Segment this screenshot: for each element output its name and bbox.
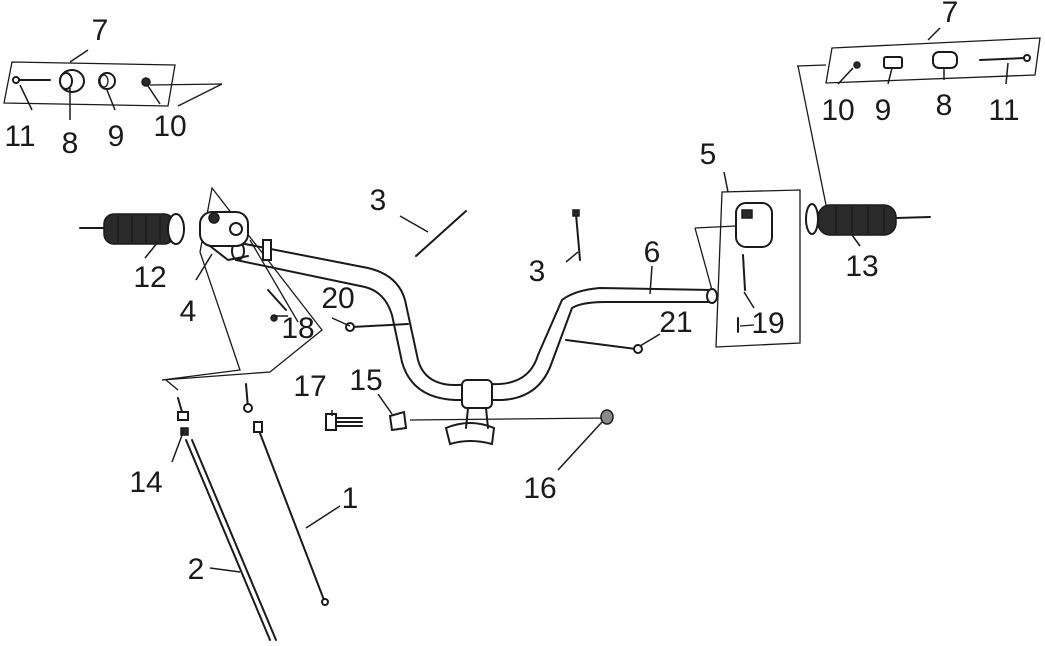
callout-12: 12	[133, 261, 166, 294]
handlebar-clamp	[409, 379, 607, 446]
mirror-rods	[415, 209, 581, 261]
callout-14: 14	[129, 466, 162, 499]
callout-7-left: 7	[92, 14, 109, 47]
callout-5: 5	[700, 138, 717, 171]
callout-9-right: 9	[875, 94, 892, 127]
callout-3-right: 3	[529, 255, 546, 288]
nut-16	[600, 409, 614, 425]
left-grip-kit-inset	[3, 61, 223, 107]
left-grip	[79, 213, 185, 245]
callout-labels: 7 11 8 9 10 7 10 9 8 11 3 3 5 6 12 4 18 …	[4, 0, 1019, 586]
callout-6: 6	[644, 236, 661, 269]
callout-9-left: 9	[108, 120, 125, 153]
right-switch-housing	[694, 189, 801, 348]
callout-20: 20	[321, 282, 354, 315]
callout-11-right: 11	[988, 94, 1019, 127]
callout-19: 19	[751, 307, 784, 340]
callout-1: 1	[342, 482, 359, 515]
throttle-cable	[243, 383, 329, 606]
callout-11-left: 11	[4, 120, 35, 153]
callout-10-right: 10	[821, 94, 854, 127]
callout-13: 13	[845, 250, 878, 283]
callout-7-right: 7	[942, 0, 959, 29]
callout-21: 21	[659, 306, 692, 339]
callout-17: 17	[293, 370, 326, 403]
callout-16: 16	[523, 472, 556, 505]
leader-lines	[19, 27, 1009, 573]
callout-15: 15	[349, 364, 382, 397]
callout-2: 2	[188, 553, 205, 586]
bolts-20-21	[345, 322, 643, 354]
callout-4: 4	[180, 295, 197, 328]
right-grip-kit-inset	[796, 37, 1041, 84]
right-grip	[797, 65, 931, 236]
callout-10-left: 10	[153, 110, 186, 143]
callout-3-left: 3	[370, 184, 387, 217]
callout-18: 18	[281, 312, 314, 345]
cap-15	[388, 410, 408, 432]
bolt-17	[325, 413, 363, 431]
callout-8-right: 8	[936, 89, 953, 122]
left-switch-housing	[161, 186, 323, 381]
brake-cable	[165, 379, 277, 641]
callout-8-left: 8	[62, 127, 79, 160]
